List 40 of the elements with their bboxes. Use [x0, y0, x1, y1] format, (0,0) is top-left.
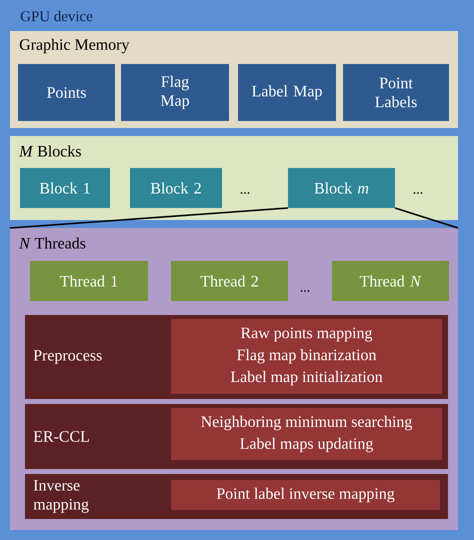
box-label: Block 1	[40, 182, 90, 194]
item-box	[171, 261, 288, 301]
stage-label: ER-CCL	[34, 431, 89, 442]
step-box	[171, 480, 440, 510]
box-label: Thread N	[360, 275, 422, 287]
heading: N Threads	[19, 237, 86, 249]
ellipsis: ...	[414, 192, 422, 194]
step-text: Label map initialization	[230, 370, 382, 386]
item-box	[130, 168, 222, 208]
box-label: Block m	[314, 182, 368, 194]
box-label: Point Labels	[375, 78, 417, 108]
item-box	[332, 261, 449, 301]
step-text: Point label inverse mapping	[216, 488, 394, 502]
box-label: Thread 2	[200, 275, 258, 287]
heading: Graphic Memory	[20, 38, 130, 54]
box-label: Thread 1	[60, 275, 118, 287]
ellipsis: ...	[240, 192, 250, 194]
stage-label: Inverse mapping	[34, 480, 89, 513]
item-box	[20, 168, 110, 208]
box-label: Label Map	[252, 85, 322, 100]
heading: GPU device	[20, 10, 92, 22]
step-box	[171, 408, 442, 460]
item-box	[288, 168, 395, 208]
step-text: Flag map binarization	[237, 349, 376, 364]
box-label: Points	[47, 87, 86, 98]
step-box	[171, 319, 442, 394]
item-box	[30, 261, 148, 301]
item-box	[18, 64, 115, 121]
step-text: Neighboring minimum searching	[201, 416, 412, 430]
item-box	[121, 64, 229, 121]
stage-label: Preprocess	[34, 350, 102, 364]
heading: M Blocks	[19, 145, 81, 157]
step-text: Raw points mapping	[240, 328, 372, 342]
zoom-line	[10, 207, 288, 229]
ellipsis: ...	[300, 290, 310, 292]
step-text: Label maps updating	[240, 438, 374, 452]
box-label: Block 2	[150, 182, 201, 194]
item-box	[343, 64, 449, 121]
item-box	[238, 64, 336, 121]
box-label: Flag Map	[160, 76, 189, 110]
